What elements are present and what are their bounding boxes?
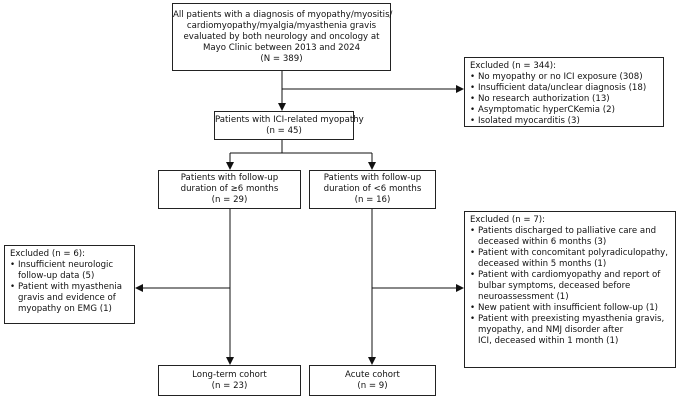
acute-line-2: (n = 9) [357,380,388,391]
ici-myopathy-box: Patients with ICI-related myopathy (n = … [214,111,364,140]
excluded-6-title: Excluded (n = 6): [10,249,86,259]
excluded-7-box: Excluded (n = 7): Patients discharged to… [464,211,676,368]
excluded-6-item: Patient with myasthenia gravis and evide… [10,282,129,315]
excluded-7-title: Excluded (n = 7): [470,215,546,225]
followup-lt6-line-1: Patients with follow-up [323,173,422,183]
followup-lt6-line-3: (n = 16) [354,195,391,205]
initial-line-1: All patients with a diagnosis of myopath… [173,9,393,20]
initial-line-4: Mayo Clinic between 2013 and 2024 [202,42,361,53]
excluded-6-item: Insufficient neurologic follow-up data (… [10,260,129,282]
excluded-344-item: Insufficient data/unclear diagnosis (18) [470,83,658,94]
acute-line-1: Acute cohort [345,369,400,380]
long-term-cohort-box: Long-term cohort (n = 23) [158,365,301,396]
excluded-7-item: Patient with cardiomyopathy and report o… [470,270,670,303]
long-term-line-2: (n = 23) [211,380,248,391]
followup-ge6-box: Patients with follow-up duration of ≥6 m… [158,170,301,209]
excluded-344-item: Isolated myocarditis (3) [470,116,658,127]
followup-lt6-line-2: duration of <6 months [323,184,422,194]
acute-cohort-box: Acute cohort (n = 9) [309,365,436,396]
excluded-7-item: Patients discharged to palliative care a… [470,226,670,248]
long-term-line-1: Long-term cohort [192,369,267,380]
excluded-344-item: No myopathy or no ICI exposure (308) [470,72,658,83]
excluded-7-item: Patient with concomitant polyradiculopat… [470,248,670,270]
followup-ge6-line-2: duration of ≥6 months [180,184,279,194]
initial-line-5: (N = 389) [260,53,303,64]
excluded-344-title: Excluded (n = 344): [470,61,556,71]
ici-myopathy-line-1: Patients with ICI-related myopathy [215,114,364,125]
followup-lt6-box: Patients with follow-up duration of <6 m… [309,170,436,209]
followup-ge6-line-1: Patients with follow-up [180,173,279,183]
excluded-344-box: Excluded (n = 344): No myopathy or no IC… [464,57,664,127]
initial-line-2: cardiomyopathy/myalgia/myasthenia gravis [186,20,377,31]
initial-population-box: All patients with a diagnosis of myopath… [172,3,393,71]
ici-myopathy-line-2: (n = 45) [266,125,302,136]
followup-ge6-line-3: (n = 29) [211,195,248,205]
excluded-344-item: Asymptomatic hyperCKemia (2) [470,105,658,116]
excluded-7-item: New patient with insufficient follow-up … [470,303,670,314]
excluded-6-box: Excluded (n = 6): Insufficient neurologi… [4,245,135,324]
excluded-7-item: Patient with preexisting myasthenia grav… [470,314,670,347]
initial-line-3: evaluated by both neurology and oncology… [183,31,380,42]
excluded-344-item: No research authorization (13) [470,94,658,105]
